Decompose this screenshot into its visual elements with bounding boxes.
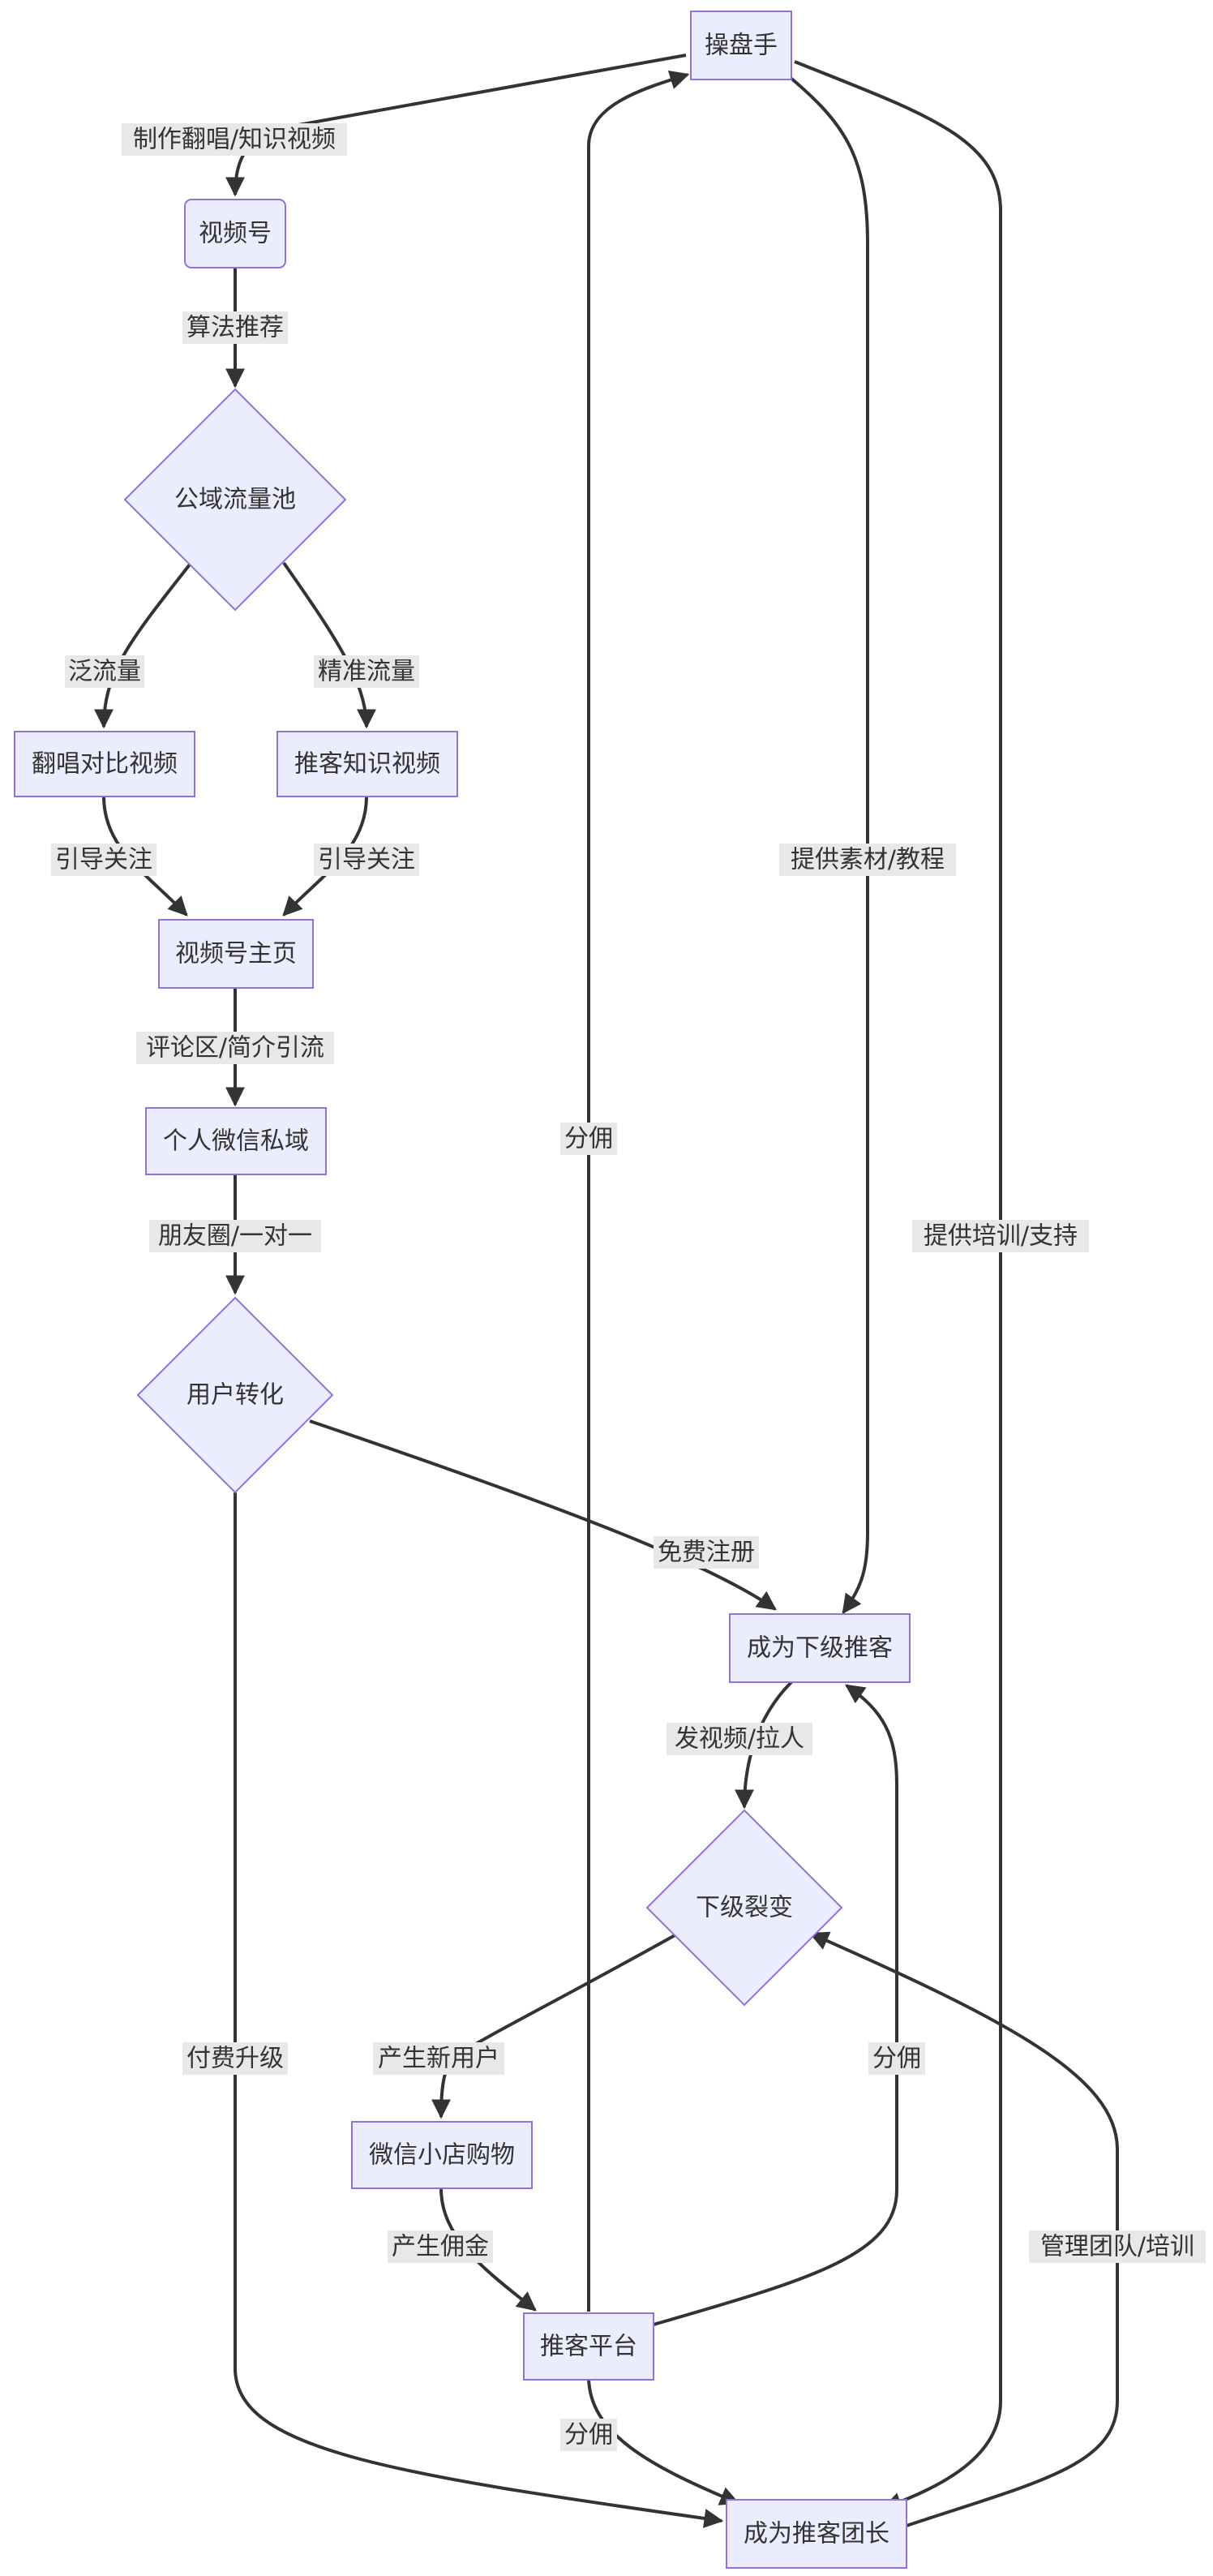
nodes: 操盘手 视频号 公域流量池 翻唱对比视频 推客知识视频 视频号主页 个人微信私域 <box>14 11 911 2569</box>
edge-label-text: 分佣 <box>564 2421 613 2449</box>
node-private-wechat[interactable]: 个人微信私域 <box>145 1107 327 1175</box>
edge-label-share-to-sub-promoter: 分佣 <box>868 2042 925 2075</box>
edge-label-text: 分佣 <box>872 2045 921 2073</box>
node-conversion[interactable]: 用户转化 <box>136 1296 334 1494</box>
edge-label-training-support: 提供培训/支持 <box>912 1220 1089 1252</box>
edge-label-post-recruit: 发视频/拉人 <box>667 1723 812 1755</box>
node-platform[interactable]: 推客平台 <box>523 2312 654 2381</box>
edge-label-paid-upgrade: 付费升级 <box>182 2042 288 2075</box>
edge-label-commission: 产生佣金 <box>388 2230 493 2263</box>
edge-labels: 制作翻唱/知识视频 算法推荐 泛流量 精准流量 引导关注 引导关注 评论区/简介… <box>51 123 1206 2451</box>
node-wechat-shop[interactable]: 微信小店购物 <box>351 2121 533 2189</box>
edge-trader-to-team-leader <box>794 60 1002 2512</box>
node-promo-video[interactable]: 推客知识视频 <box>276 731 458 797</box>
edge-platform-to-sub-promoter <box>653 1684 898 2326</box>
edge-label-new-users: 产生新用户 <box>373 2042 504 2075</box>
edge-label-broad-traffic: 泛流量 <box>65 655 144 688</box>
edge-platform-to-team-leader <box>587 2376 740 2505</box>
edge-label-team-management: 管理团队/培训 <box>1029 2230 1206 2263</box>
edge-label-text: 产生佣金 <box>392 2233 489 2261</box>
edge-label-text: 产生新用户 <box>378 2045 499 2073</box>
edge-label-algorithm: 算法推荐 <box>182 311 288 344</box>
node-cover-video[interactable]: 翻唱对比视频 <box>14 731 195 797</box>
edge-public-pool-to-promo-video <box>282 561 376 729</box>
edge-label-text: 管理团队/培训 <box>1040 2233 1194 2261</box>
edge-label-text: 分佣 <box>564 1125 613 1153</box>
edge-label-text: 引导关注 <box>318 846 415 874</box>
edge-label-share-to-trader: 分佣 <box>560 1123 617 1155</box>
edge-label-text: 付费升级 <box>186 2045 284 2073</box>
node-channels[interactable]: 视频号 <box>184 199 286 268</box>
edge-label-comment-bio: 评论区/简介引流 <box>136 1032 334 1064</box>
node-sub-promoter[interactable]: 成为下级推客 <box>729 1613 911 1683</box>
node-label: 翻唱对比视频 <box>32 750 178 779</box>
node-label: 成为推客团长 <box>744 2520 889 2548</box>
node-label: 成为下级推客 <box>747 1634 893 1663</box>
edge-label-text: 精准流量 <box>318 658 415 686</box>
node-label: 微信小店购物 <box>369 2141 515 2170</box>
node-label: 用户转化 <box>186 1381 284 1410</box>
node-label: 视频号主页 <box>175 940 297 968</box>
edge-label-share-to-team-leader: 分佣 <box>560 2419 617 2451</box>
node-label: 个人微信私域 <box>163 1127 309 1156</box>
node-label: 公域流量池 <box>174 486 296 514</box>
node-label: 推客平台 <box>540 2333 637 2361</box>
edge-trader-to-sub-promoter <box>783 71 869 1614</box>
edge-label-text: 评论区/简介引流 <box>146 1034 324 1063</box>
edge-conversion-to-sub-promoter <box>309 1419 777 1611</box>
edge-label-text: 算法推荐 <box>186 314 284 342</box>
edge-label-free-register: 免费注册 <box>654 1536 759 1569</box>
edge-label-make-videos: 制作翻唱/知识视频 <box>122 123 347 156</box>
node-public-pool[interactable]: 公域流量池 <box>123 388 347 612</box>
node-label: 下级裂变 <box>696 1894 793 1922</box>
edge-team-leader-to-fission <box>808 1931 1119 2527</box>
edge-label-text: 提供素材/教程 <box>791 846 945 874</box>
edge-public-pool-to-cover-video <box>94 563 191 729</box>
edge-fission-to-wechat-shop <box>431 1932 679 2119</box>
edge-label-guide-follow-right: 引导关注 <box>314 844 419 876</box>
edge-label-text: 提供培训/支持 <box>924 1222 1078 1251</box>
edge-label-precise-traffic: 精准流量 <box>314 655 419 688</box>
edge-label-materials-tutorials: 提供素材/教程 <box>779 844 956 876</box>
node-team-leader[interactable]: 成为推客团长 <box>726 2499 907 2569</box>
edge-label-guide-follow-left: 引导关注 <box>51 844 156 876</box>
node-label: 视频号 <box>199 220 272 248</box>
node-trader[interactable]: 操盘手 <box>690 11 792 80</box>
edge-label-text: 引导关注 <box>55 846 152 874</box>
edge-label-moments: 朋友圈/一对一 <box>149 1220 321 1252</box>
edge-conversion-to-team-leader <box>234 1492 724 2528</box>
node-label: 推客知识视频 <box>294 750 440 779</box>
edge-label-text: 朋友圈/一对一 <box>158 1222 312 1251</box>
node-fission[interactable]: 下级裂变 <box>645 1809 843 2007</box>
edge-platform-to-trader <box>587 70 690 2312</box>
node-label: 操盘手 <box>705 32 778 60</box>
edge-label-text: 免费注册 <box>658 1539 755 1567</box>
edge-label-text: 发视频/拉人 <box>675 1725 804 1754</box>
edge-label-text: 制作翻唱/知识视频 <box>133 126 336 154</box>
edge-label-text: 泛流量 <box>68 658 141 686</box>
node-channel-home[interactable]: 视频号主页 <box>158 919 314 989</box>
